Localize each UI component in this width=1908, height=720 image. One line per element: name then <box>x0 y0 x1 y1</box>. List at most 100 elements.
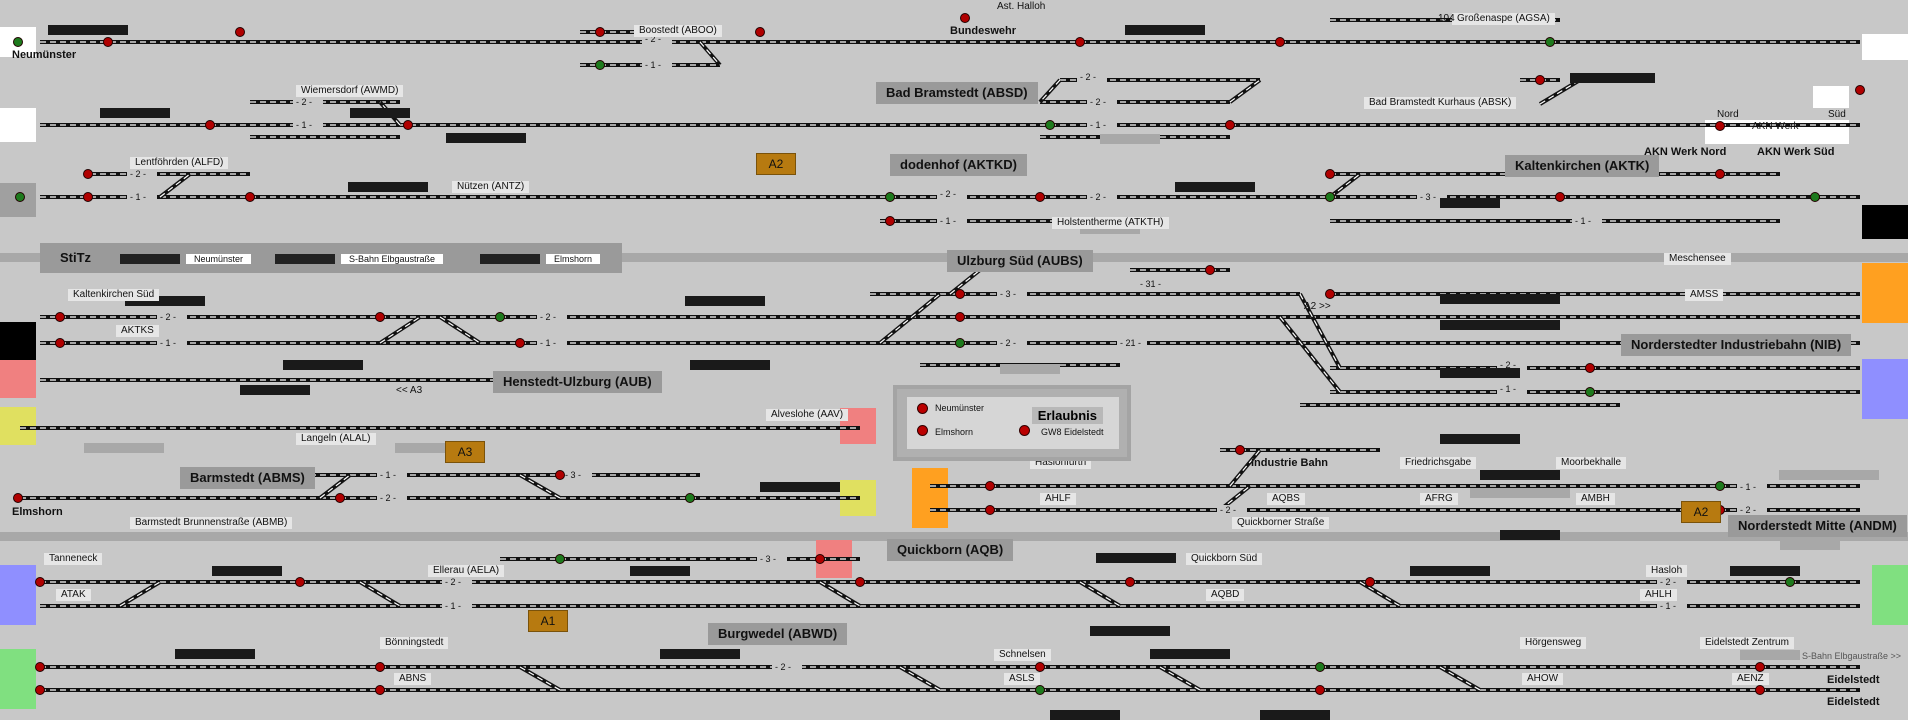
signal-icon[interactable] <box>1235 445 1245 455</box>
station-barmstedt[interactable]: Barmstedt (ABMS) <box>180 467 315 489</box>
exit-block-blue[interactable] <box>1862 359 1908 419</box>
block-indicator[interactable] <box>1440 368 1520 378</box>
signal-icon[interactable] <box>1715 169 1725 179</box>
signal-icon[interactable] <box>555 470 565 480</box>
station-dodenhof[interactable]: dodenhof (AKTKD) <box>890 154 1027 176</box>
tag-a3[interactable]: A3 <box>445 441 485 463</box>
signal-icon[interactable] <box>1545 37 1555 47</box>
block-indicator[interactable] <box>685 296 765 306</box>
signal-icon[interactable] <box>55 338 65 348</box>
block-indicator[interactable] <box>350 108 410 118</box>
stitz-neumuenster[interactable]: Neumünster <box>120 252 252 264</box>
signal-icon[interactable] <box>1810 192 1820 202</box>
block-indicator[interactable] <box>630 566 690 576</box>
block-indicator[interactable] <box>1440 198 1500 208</box>
signal-icon[interactable] <box>1755 662 1765 672</box>
signal-icon[interactable] <box>1785 577 1795 587</box>
signal-icon[interactable] <box>1045 120 1055 130</box>
station-ulzburg-sued[interactable]: Ulzburg Süd (AUBS) <box>947 250 1093 272</box>
signal-icon[interactable] <box>515 338 525 348</box>
signal-icon[interactable] <box>35 685 45 695</box>
block-indicator[interactable] <box>1175 182 1255 192</box>
block-indicator[interactable] <box>1096 553 1176 563</box>
block-indicator[interactable] <box>1500 530 1560 540</box>
signal-icon[interactable] <box>1365 577 1375 587</box>
signal-icon[interactable] <box>495 312 505 322</box>
signal-icon[interactable] <box>985 505 995 515</box>
signal-icon[interactable] <box>83 192 93 202</box>
signal-icon[interactable] <box>1325 169 1335 179</box>
signal-icon[interactable] <box>13 37 23 47</box>
stitz-elmshorn[interactable]: Elmshorn <box>480 252 601 264</box>
block-indicator[interactable] <box>1125 25 1205 35</box>
block-indicator[interactable] <box>1260 710 1330 720</box>
signal-icon[interactable] <box>1715 121 1725 131</box>
signal-icon[interactable] <box>375 312 385 322</box>
signal-icon[interactable] <box>35 662 45 672</box>
signal-icon[interactable] <box>595 60 605 70</box>
block-indicator[interactable] <box>1050 710 1120 720</box>
block-indicator[interactable] <box>240 385 310 395</box>
signal-icon[interactable] <box>985 481 995 491</box>
signal-icon[interactable] <box>955 289 965 299</box>
station-bad-bramstedt[interactable]: Bad Bramstedt (ABSD) <box>876 82 1038 104</box>
signal-icon[interactable] <box>885 192 895 202</box>
signal-icon[interactable] <box>375 662 385 672</box>
signal-icon[interactable] <box>1315 685 1325 695</box>
station-norderstedter-ib[interactable]: Norderstedter Industriebahn (NIB) <box>1621 334 1852 356</box>
signal-icon[interactable] <box>1035 685 1045 695</box>
signal-icon[interactable] <box>295 577 305 587</box>
signal-icon[interactable] <box>917 403 928 414</box>
signal-icon[interactable] <box>403 120 413 130</box>
signal-icon[interactable] <box>235 27 245 37</box>
block-indicator[interactable] <box>1440 320 1560 330</box>
signal-icon[interactable] <box>1125 577 1135 587</box>
signal-icon[interactable] <box>917 425 928 436</box>
signal-icon[interactable] <box>885 216 895 226</box>
signal-icon[interactable] <box>1585 387 1595 397</box>
signal-icon[interactable] <box>205 120 215 130</box>
signal-icon[interactable] <box>1315 662 1325 672</box>
block-indicator[interactable] <box>1150 649 1230 659</box>
signal-icon[interactable] <box>815 554 825 564</box>
signal-icon[interactable] <box>245 192 255 202</box>
entry-block-pink[interactable] <box>0 360 36 398</box>
signal-icon[interactable] <box>103 37 113 47</box>
entry-block-white-2[interactable] <box>0 108 36 142</box>
block-indicator[interactable] <box>1410 566 1490 576</box>
signal-icon[interactable] <box>335 493 345 503</box>
signal-icon[interactable] <box>1275 37 1285 47</box>
block-indicator[interactable] <box>48 25 128 35</box>
block-indicator[interactable] <box>1480 470 1560 480</box>
signal-icon[interactable] <box>595 27 605 37</box>
signal-icon[interactable] <box>1205 265 1215 275</box>
block-indicator[interactable] <box>1440 434 1520 444</box>
station-quickborn[interactable]: Quickborn (AQB) <box>887 539 1014 561</box>
block-indicator[interactable] <box>100 108 170 118</box>
signal-icon[interactable] <box>1075 37 1085 47</box>
signal-icon[interactable] <box>855 577 865 587</box>
entry-block-green[interactable] <box>0 649 36 709</box>
block-indicator[interactable] <box>1440 294 1560 304</box>
signal-icon[interactable] <box>685 493 695 503</box>
signal-icon[interactable] <box>55 312 65 322</box>
signal-icon[interactable] <box>1755 685 1765 695</box>
stitz-sbahn[interactable]: S-Bahn Elbgaustraße <box>275 252 444 264</box>
entry-block-blue[interactable] <box>0 565 36 625</box>
block-indicator[interactable] <box>348 182 428 192</box>
signal-icon[interactable] <box>1855 85 1865 95</box>
signal-icon[interactable] <box>1035 192 1045 202</box>
station-henstedt[interactable]: Henstedt-Ulzburg (AUB) <box>493 371 662 393</box>
block-indicator[interactable] <box>690 360 770 370</box>
block-indicator[interactable] <box>283 360 363 370</box>
exit-block-black[interactable] <box>1862 205 1908 239</box>
station-norderstedt-mitte[interactable]: Norderstedt Mitte (ANDM) <box>1728 515 1907 537</box>
block-indicator[interactable] <box>1730 566 1800 576</box>
station-kaltenkirchen[interactable]: Kaltenkirchen (AKTK) <box>1505 155 1660 177</box>
exit-block-green[interactable] <box>1872 565 1908 625</box>
signal-icon[interactable] <box>960 13 970 23</box>
block-indicator[interactable] <box>175 649 255 659</box>
block-indicator[interactable] <box>660 649 740 659</box>
signal-icon[interactable] <box>1325 289 1335 299</box>
block-indicator[interactable] <box>1570 73 1655 83</box>
